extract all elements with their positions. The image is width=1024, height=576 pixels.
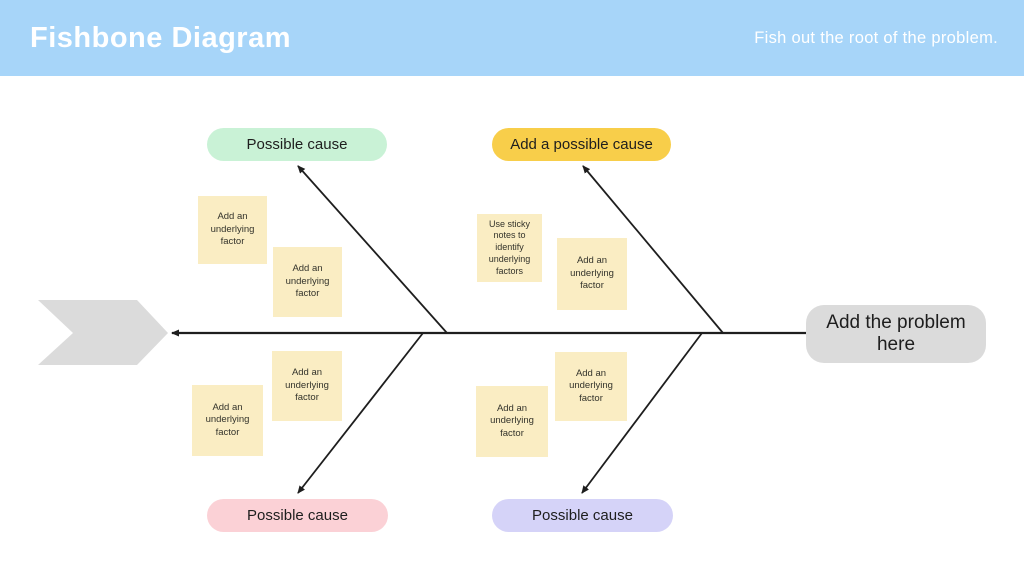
sticky-note[interactable]: Add an underlying factor	[273, 247, 342, 317]
page-title: Fishbone Diagram	[30, 21, 291, 54]
sticky-note[interactable]: Add an underlying factor	[192, 385, 263, 456]
sticky-note[interactable]: Add an underlying factor	[272, 351, 342, 421]
header-banner: Fishbone Diagram Fish out the root of th…	[0, 0, 1024, 76]
fish-tail-shape	[38, 300, 168, 365]
sticky-note[interactable]: Add an underlying factor	[198, 196, 267, 264]
cause-pill-top-left[interactable]: Possible cause	[207, 128, 387, 161]
sticky-note[interactable]: Add an underlying factor	[476, 386, 548, 457]
cause-pill-label: Possible cause	[247, 507, 348, 524]
cause-pill-bottom-left[interactable]: Possible cause	[207, 499, 388, 532]
sticky-note[interactable]: Add an underlying factor	[555, 352, 627, 421]
sticky-note[interactable]: Add an underlying factor	[557, 238, 627, 310]
branch-bottom-right-line	[581, 332, 703, 494]
problem-box-label: Add the problem here	[826, 311, 966, 355]
cause-pill-label: Possible cause	[532, 507, 633, 524]
branch-bottom-left-line	[297, 332, 424, 494]
branch-top-left-line	[297, 165, 448, 334]
cause-pill-label: Possible cause	[246, 136, 348, 153]
problem-box[interactable]: Add the problem here	[806, 305, 986, 363]
branch-top-right-line	[582, 165, 724, 334]
add-cause-pill-label: Add a possible cause	[510, 136, 653, 153]
add-cause-pill-top-right[interactable]: Add a possible cause	[492, 128, 671, 161]
cause-pill-bottom-right[interactable]: Possible cause	[492, 499, 673, 532]
sticky-note-instruction[interactable]: Use sticky notes to identify underlying …	[477, 214, 542, 282]
header-tagline: Fish out the root of the problem.	[754, 28, 998, 47]
